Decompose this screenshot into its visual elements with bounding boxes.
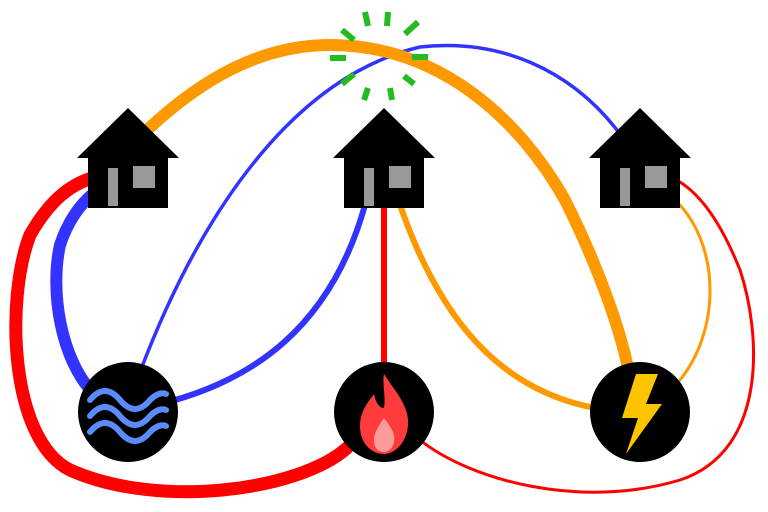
house-1[interactable] — [77, 108, 179, 208]
utility-water[interactable] — [78, 362, 178, 462]
water-waves-icon — [87, 388, 169, 444]
house-icon — [589, 108, 691, 208]
line-electricity-house-1[interactable] — [139, 38, 634, 374]
utility-electricity[interactable] — [590, 362, 690, 462]
utilities — [78, 362, 690, 462]
lightning-bolt-icon — [622, 374, 662, 454]
line-electricity-house-3[interactable] — [678, 203, 712, 382]
line-electricity-house-2[interactable] — [397, 202, 598, 411]
crossing-burst-icon — [330, 11, 428, 101]
flame-icon — [360, 374, 409, 454]
houses — [77, 108, 691, 208]
line-water-house-1[interactable] — [50, 186, 101, 401]
line-water-house-3[interactable] — [138, 43, 619, 374]
house-2[interactable] — [333, 108, 435, 208]
utility-gas[interactable] — [334, 362, 434, 462]
line-gas-house-1[interactable] — [9, 171, 354, 499]
house-icon — [77, 108, 179, 208]
line-water-house-2[interactable] — [165, 202, 368, 405]
house-icon — [333, 108, 435, 208]
line-gas-house-3[interactable] — [418, 180, 755, 494]
connection-lines — [9, 38, 755, 499]
house-3[interactable] — [589, 108, 691, 208]
